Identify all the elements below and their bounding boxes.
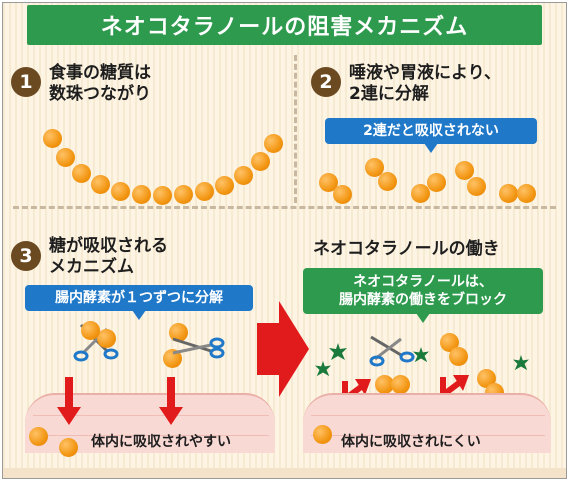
sugar-ball	[264, 134, 283, 153]
sugar-ball	[195, 182, 214, 201]
step-2-number: 2	[311, 67, 341, 97]
intestine-layer-line	[33, 435, 269, 436]
horizontal-divider	[13, 206, 556, 209]
sugar-ball	[81, 321, 100, 340]
step-2-callout: 2連だと吸収されない	[325, 118, 537, 153]
step-4-callout-line-1: ネオコタラノールは、	[353, 274, 493, 290]
diagram-title: ネオコタラノールの阻害メカニズム	[27, 5, 542, 45]
red-arrow-icon	[159, 377, 183, 425]
block-star-icon	[413, 347, 429, 363]
sugar-ball	[391, 375, 410, 394]
block-star-icon	[513, 355, 529, 371]
sugar-ball	[132, 185, 151, 204]
intestine-layer-line	[311, 415, 545, 416]
red-arrow-icon	[57, 377, 81, 425]
sugar-ball	[215, 176, 234, 195]
sugar-ball	[455, 161, 474, 180]
sugar-ball	[174, 185, 193, 204]
sugar-ball	[163, 349, 182, 368]
sugar-ball	[56, 148, 75, 167]
sugar-ball	[234, 166, 253, 185]
sugar-ball	[153, 186, 172, 205]
sugar-ball	[449, 347, 468, 366]
step-4-callout: ネオコタラノールは、 腸内酵素の働きをブロック	[303, 268, 543, 323]
sugar-ball	[29, 427, 48, 446]
sugar-ball	[517, 184, 536, 203]
scissors-icon	[172, 337, 225, 359]
step-1-line-2: 数珠つながり	[49, 84, 151, 104]
step-4-heading: ネオコタラノールの働き	[313, 239, 500, 259]
sugar-ball	[375, 375, 394, 394]
sugar-ball	[72, 164, 91, 183]
sugar-ball	[333, 185, 352, 204]
bottom-band	[3, 468, 566, 478]
sugar-ball	[111, 182, 130, 201]
intestine-layer-line	[33, 415, 269, 416]
step-4-callout-line-2: 腸内酵素の働きをブロック	[339, 292, 507, 308]
step-2-line-2: 2連に分解	[349, 84, 429, 104]
sugar-ball	[411, 184, 430, 203]
step-3-number: 3	[11, 241, 41, 271]
sugar-ball	[319, 173, 338, 192]
sugar-ball	[97, 329, 116, 348]
sugar-ball	[467, 177, 486, 196]
sugar-ball	[169, 323, 188, 342]
step-3-text: 糖が吸収される メカニズム	[49, 236, 168, 278]
intestine-wall	[303, 393, 551, 453]
sugar-ball	[251, 152, 270, 171]
step-3-callout: 腸内酵素が１つずつに分解	[25, 285, 253, 320]
scissors-icon	[369, 335, 415, 367]
sugar-ball	[427, 173, 446, 192]
step-2-line-1: 唾液や胃液により、	[349, 63, 501, 83]
step-3-line-1: 糖が吸収される	[49, 236, 168, 256]
sugar-ball	[365, 158, 384, 177]
block-star-icon	[315, 361, 331, 377]
big-red-arrow-icon	[257, 301, 309, 397]
sugar-ball	[499, 184, 518, 203]
sugar-ball	[43, 129, 62, 148]
step-3-line-2: メカニズム	[49, 257, 134, 277]
step-1-line-1: 食事の糖質は	[49, 63, 151, 83]
step-1-number: 1	[11, 67, 41, 97]
sugar-ball	[378, 172, 397, 191]
sugar-ball	[313, 425, 332, 444]
sugar-ball	[91, 175, 110, 194]
step-2-text: 唾液や胃液により、 2連に分解	[349, 63, 501, 105]
vertical-divider	[294, 55, 297, 203]
intestine-layer-line	[311, 435, 545, 436]
block-star-icon	[329, 343, 347, 360]
absorb-hard-label: 体内に吸収されにくい	[341, 434, 481, 450]
sugar-ball	[59, 438, 78, 457]
step-1-text: 食事の糖質は 数珠つながり	[49, 63, 151, 105]
absorb-easy-label: 体内に吸収されやすい	[91, 434, 231, 450]
